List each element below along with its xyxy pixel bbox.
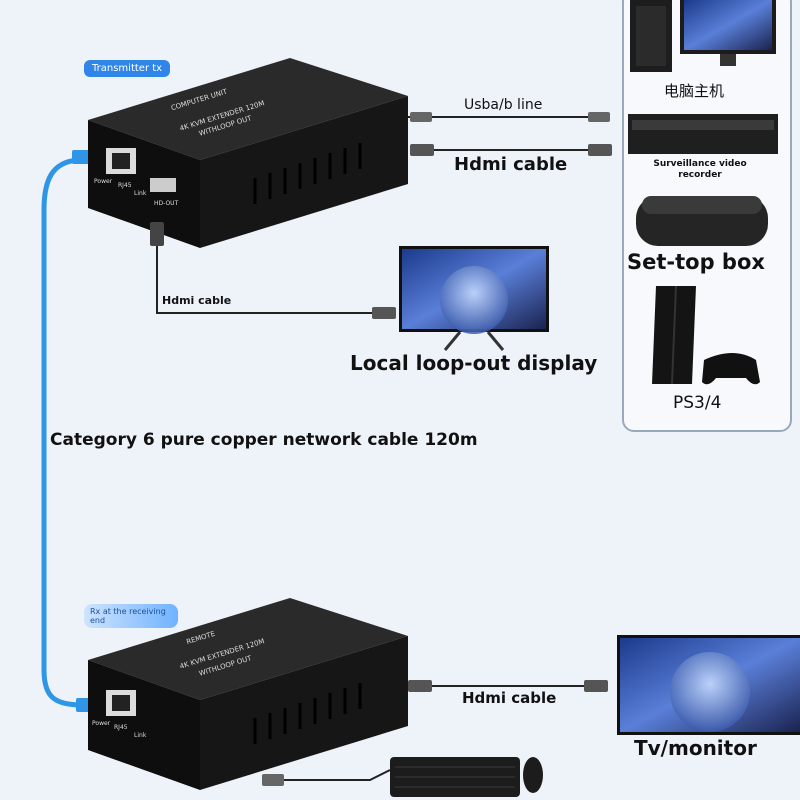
pc-host xyxy=(630,0,776,72)
rx-port-power: Power xyxy=(92,720,111,727)
tx-port-link: Link xyxy=(134,190,147,197)
set-top-box xyxy=(636,196,768,246)
tx-port-rj45: RJ45 xyxy=(118,182,132,189)
rx-port-link: Link xyxy=(134,732,147,739)
hdmi-bottom-label: Hdmi cable xyxy=(462,689,557,707)
hdmi-loop-label: Hdmi cable xyxy=(162,294,232,307)
mouse xyxy=(523,757,543,793)
tv-label: Tv/monitor xyxy=(634,736,757,760)
receiver-box xyxy=(88,598,408,790)
receiver-tag: Rx at the receiving end xyxy=(84,604,178,628)
ps-console xyxy=(652,285,760,385)
rx-port-rj45: RJ45 xyxy=(114,724,128,731)
ps-label: PS3/4 xyxy=(673,393,722,413)
rj45-plug-top xyxy=(72,150,92,164)
hdmi-top-label: Hdmi cable xyxy=(454,154,568,175)
network-cable xyxy=(41,157,87,708)
settop-label: Set-top box xyxy=(627,250,765,274)
usb-line-label: Usba/b line xyxy=(464,97,543,113)
receiver-vents xyxy=(253,683,362,744)
loop-display-label: Local loop-out display xyxy=(350,351,598,375)
tx-port-hdout: HD-OUT xyxy=(154,200,179,207)
tv-monitor xyxy=(617,635,800,735)
usb-cable-bottom xyxy=(280,769,391,781)
recorder-label: Surveillance video recorder xyxy=(653,159,747,180)
hdmi-cable-loop xyxy=(156,232,380,314)
transmitter-tag: Transmitter tx xyxy=(84,60,171,77)
network-cable-label: Category 6 pure copper network cable 120… xyxy=(50,430,478,450)
tx-port-power: Power xyxy=(94,178,113,185)
surveillance-recorder xyxy=(628,114,778,154)
loop-out-monitor xyxy=(399,246,549,351)
transmitter-vents xyxy=(253,143,362,204)
pc-label: 电脑主机 xyxy=(664,82,725,100)
transmitter-box xyxy=(88,58,408,248)
